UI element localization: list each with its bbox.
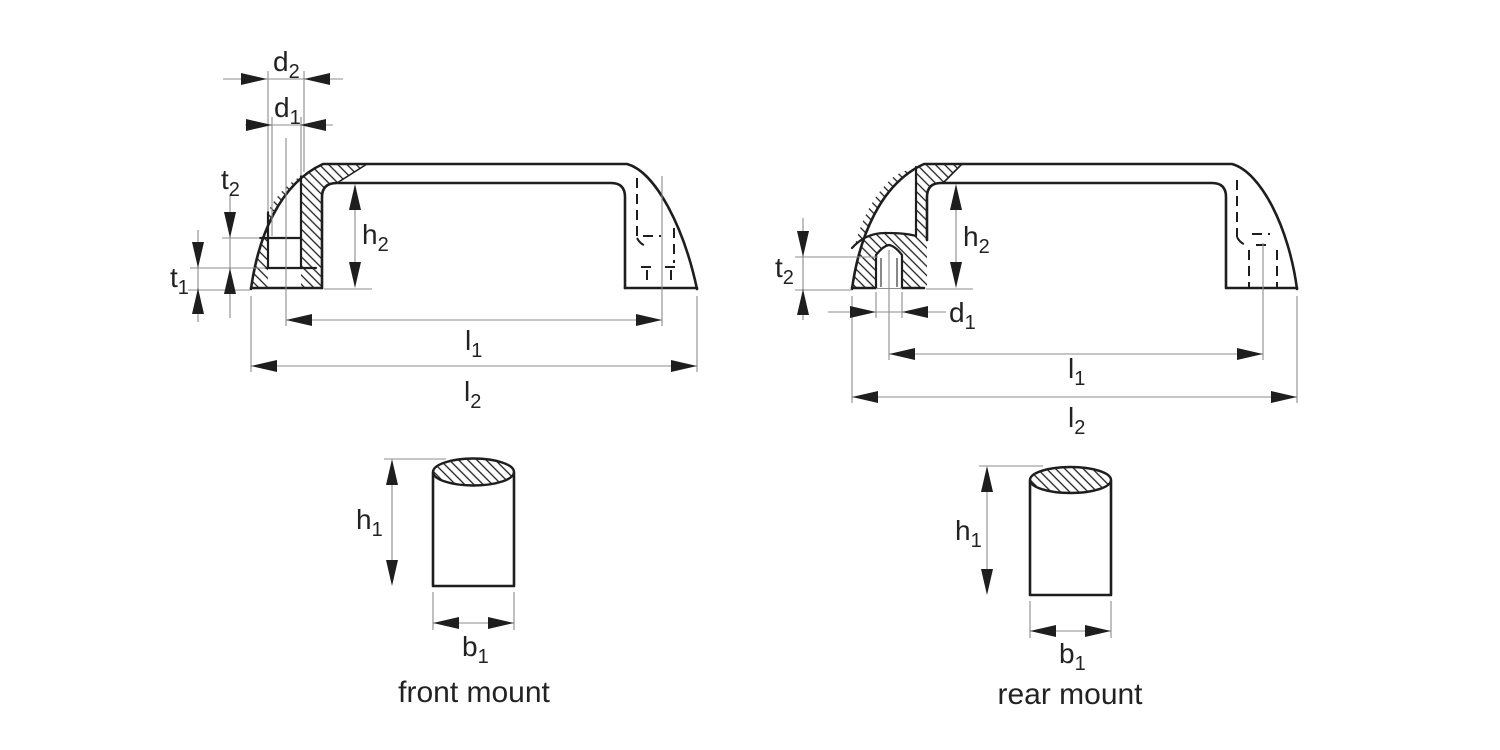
front-right-foot-hidden-lines [636, 178, 677, 283]
arrowhead [1271, 391, 1297, 403]
rear-thread-lines [880, 258, 898, 287]
arrowhead [246, 119, 272, 131]
arrowhead [192, 242, 204, 268]
arrowhead [386, 560, 398, 586]
grip-extension-lines [979, 465, 1112, 638]
front-handle-outline [249, 162, 699, 291]
rear-left-foot-hatch [852, 164, 962, 289]
front-grip-section: h1 b1 front mount [356, 457, 551, 709]
arrowhead [797, 289, 809, 315]
arrowhead [636, 314, 662, 326]
arrowhead [852, 391, 878, 403]
rear-threaded-hole [874, 243, 904, 290]
label-h2: h2 [963, 221, 990, 258]
rear-handle-inner-profile [925, 181, 1228, 290]
hidden-boss-fillet [1236, 236, 1247, 246]
grip-cylinder-outline [431, 471, 516, 588]
label-h1: h1 [356, 504, 383, 541]
arrowhead [850, 306, 876, 318]
rear-mount-view: t2 d1 h2 l1 l2 [775, 162, 1299, 439]
front-mount-caption: front mount [398, 676, 550, 709]
arrowhead [488, 617, 514, 629]
front-left-foot-hatch [251, 164, 367, 289]
label-t2: t2 [775, 252, 794, 289]
arrowhead [1030, 625, 1056, 637]
arrowhead [1085, 625, 1111, 637]
rear-grip-section: h1 b1 rear mount [955, 465, 1143, 711]
label-l2: l2 [1068, 402, 1085, 439]
arrowhead [797, 231, 809, 257]
label-h1: h1 [955, 515, 982, 552]
grip-section-ellipse [431, 457, 516, 487]
rear-boss-profile [850, 231, 918, 250]
rear-right-foot-hidden-lines [1236, 180, 1278, 287]
rear-mount-caption: rear mount [997, 678, 1143, 711]
front-extension-lines [188, 71, 698, 372]
arrowhead [349, 184, 361, 210]
arrowhead [286, 314, 312, 326]
front-dimension-lines [192, 73, 697, 372]
front-handle-inner-profile [320, 181, 627, 290]
arrowhead [889, 348, 915, 360]
arrowhead [224, 268, 236, 294]
arrowhead [349, 262, 361, 288]
arrowhead [192, 288, 204, 314]
arrowhead [1237, 348, 1263, 360]
rear-dimension-lines [797, 184, 1297, 403]
label-t1: t1 [170, 262, 189, 299]
arrowhead [433, 617, 459, 629]
grip-section-ellipse [1028, 465, 1113, 495]
arrowhead [300, 119, 326, 131]
label-h2: h2 [362, 219, 389, 256]
label-t2: t2 [221, 164, 240, 201]
front-section-break-edge [336, 163, 368, 184]
arrowhead [671, 360, 697, 372]
arrowhead [241, 73, 267, 85]
arrowhead [981, 466, 993, 492]
arrowhead [950, 184, 962, 210]
front-mount-view: d2 d1 t2 t1 h2 l1 l2 [170, 46, 699, 413]
arrowhead [902, 306, 928, 318]
arrowhead [224, 212, 236, 238]
label-b1: b1 [1059, 638, 1086, 675]
label-d2: d2 [273, 46, 300, 83]
label-b1: b1 [462, 631, 489, 668]
label-d1: d1 [274, 92, 301, 129]
arrowhead [950, 262, 962, 288]
label-l2: l2 [464, 376, 481, 413]
rear-extension-lines [795, 243, 1298, 403]
rear-handle-outline [850, 162, 1299, 291]
hidden-bore-fillet [636, 237, 647, 247]
label-l1: l1 [1068, 353, 1085, 390]
arrowhead [251, 360, 277, 372]
arrowhead [981, 569, 993, 595]
label-d1: d1 [949, 297, 976, 334]
label-l1: l1 [465, 325, 482, 362]
arrowhead [386, 459, 398, 485]
grip-extension-lines [384, 458, 515, 630]
rear-section-break-edge [942, 163, 963, 184]
arrowhead [304, 73, 330, 85]
grip-cylinder-outline [1028, 479, 1113, 597]
